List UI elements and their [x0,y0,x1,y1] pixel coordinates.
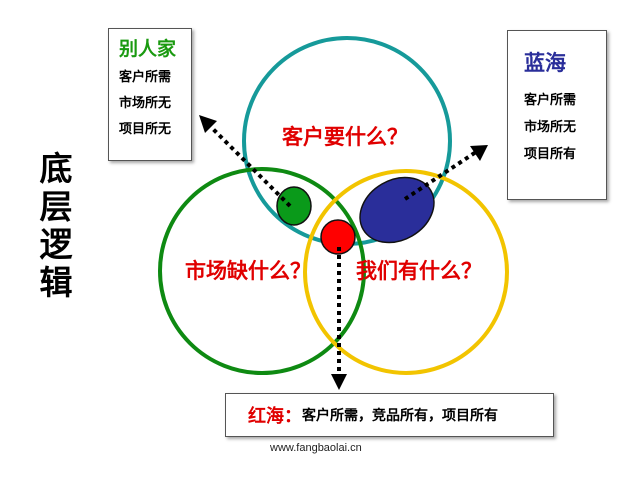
red-ocean-blob [320,219,356,255]
us-circle-label: 我们有什么？ [356,259,482,283]
blue-ocean-item: 客户所需 [524,93,577,108]
others-title: 别人家 [119,38,177,60]
others-item: 项目所无 [119,122,172,137]
blue-ocean-item: 项目所有 [524,147,577,162]
side-title-char: 底 [39,149,73,188]
arrow-head-blue-ocean [470,145,488,161]
credit-url: www.fangbaolai.cn [270,442,362,454]
side-title-char: 逻 [39,225,73,264]
side-title-char: 层 [39,187,73,226]
side-title: 底 层 逻 辑 [34,150,78,302]
market-circle [158,167,366,375]
arrow-to-others [208,124,292,208]
blue-ocean-box: 蓝海 客户所需 市场所无 项目所有 [507,30,607,200]
side-title-char: 辑 [39,263,73,302]
others-item: 客户所需 [119,70,172,85]
others-blob [276,186,312,226]
red-ocean-text: 客户所需，竞品所有，项目所有 [302,408,498,424]
market-circle-label: 市场缺什么？ [185,259,311,283]
arrow-head-others [199,115,217,133]
arrow-head-red-ocean [331,374,347,390]
blue-ocean-item: 市场所无 [524,120,577,135]
us-circle [303,169,509,375]
arrow-to-blue-ocean [403,150,478,201]
others-box: 别人家 客户所需 市场所无 项目所无 [108,28,192,161]
red-ocean-title: 红海： [248,406,302,427]
blue-ocean-title: 蓝海 [524,51,566,75]
customer-circle-label: 客户要什么？ [282,125,408,149]
others-item: 市场所无 [119,96,172,111]
red-ocean-box: 红海： 客户所需，竞品所有，项目所有 [225,393,554,437]
